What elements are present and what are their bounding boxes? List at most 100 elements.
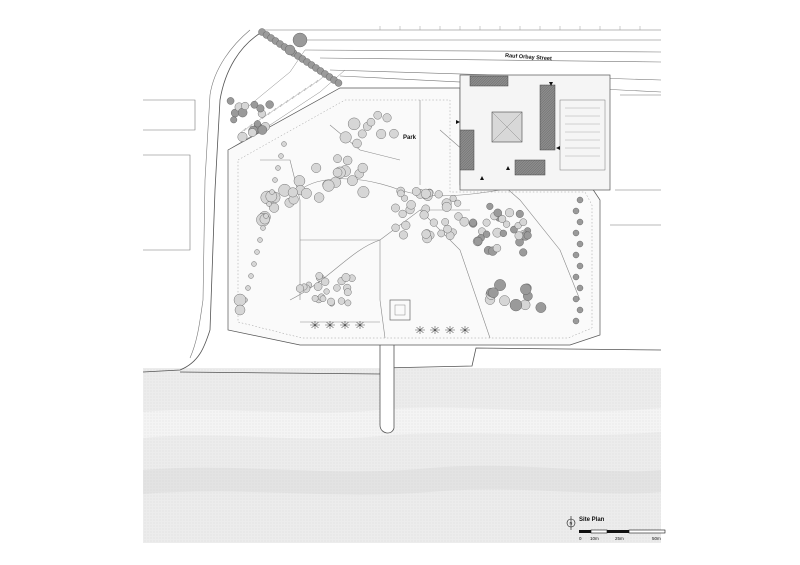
tree-canopy bbox=[248, 128, 257, 137]
tree-canopy bbox=[284, 44, 296, 56]
tree-canopy bbox=[322, 179, 335, 192]
tree-canopy bbox=[515, 209, 524, 218]
entrance-arrow-east bbox=[556, 146, 560, 150]
building-south-wing bbox=[514, 159, 546, 176]
park-square-feature bbox=[389, 299, 411, 321]
north-arrow-icon: N bbox=[566, 516, 576, 530]
tree-canopy bbox=[494, 279, 506, 291]
tree-canopy bbox=[486, 202, 494, 210]
tree-canopy bbox=[333, 154, 342, 163]
tree-canopy bbox=[266, 201, 272, 207]
shoreline bbox=[142, 31, 263, 373]
tree-canopy bbox=[419, 210, 429, 220]
tree-canopy bbox=[576, 306, 584, 314]
tree-canopy bbox=[401, 194, 408, 202]
palm-trees bbox=[310, 321, 470, 334]
tree-canopy bbox=[352, 138, 362, 149]
tree-canopy bbox=[398, 209, 407, 218]
entrance-arrow-west bbox=[456, 120, 460, 124]
tree-canopy bbox=[576, 262, 584, 270]
palm-tree-icon bbox=[325, 321, 335, 329]
tree-canopy bbox=[572, 317, 580, 325]
park-label: Park bbox=[403, 135, 417, 141]
tree-canopy bbox=[488, 287, 499, 298]
tree-canopy bbox=[443, 224, 452, 234]
building-parking bbox=[559, 99, 606, 171]
promenade-edge bbox=[189, 29, 251, 359]
coast-edge bbox=[179, 347, 662, 375]
tree-canopy bbox=[341, 273, 351, 282]
tree-canopy bbox=[572, 229, 580, 237]
tree-canopy bbox=[499, 229, 507, 237]
tree-canopy bbox=[469, 218, 478, 227]
tree-canopy bbox=[492, 244, 502, 253]
tree-canopy bbox=[357, 162, 368, 174]
north-label: N bbox=[570, 521, 573, 526]
tree-canopy bbox=[509, 298, 523, 312]
tree-canopy bbox=[245, 285, 251, 291]
tree-canopy bbox=[319, 295, 327, 302]
scale-tick-0: 0 bbox=[579, 536, 582, 541]
tree-canopy bbox=[265, 100, 274, 109]
park-square-inner bbox=[394, 304, 406, 316]
tree-canopy bbox=[493, 208, 502, 218]
tree-canopy bbox=[437, 229, 445, 238]
scale-tick-50m: 50m bbox=[652, 536, 661, 541]
tree-canopy bbox=[281, 141, 287, 147]
tree-canopy bbox=[311, 163, 322, 173]
courtyard-roof-lines bbox=[491, 111, 523, 143]
tree-canopy bbox=[572, 251, 580, 259]
tree-canopy bbox=[256, 104, 265, 113]
tree-canopy bbox=[314, 192, 325, 203]
park-inner-edge bbox=[237, 99, 593, 339]
tree-canopy bbox=[293, 175, 306, 187]
tree-canopy bbox=[382, 113, 392, 123]
legend-title: Site Plan bbox=[579, 517, 605, 523]
tree-canopy bbox=[339, 131, 352, 144]
tree-canopy bbox=[482, 218, 491, 227]
tree-canopy bbox=[576, 196, 584, 204]
tree-canopy bbox=[230, 116, 238, 124]
tree-canopy bbox=[237, 131, 248, 142]
tree-canopy bbox=[327, 297, 335, 306]
palm-tree-icon bbox=[430, 326, 440, 334]
tree-canopy bbox=[520, 283, 532, 295]
tree-canopy bbox=[519, 248, 528, 257]
tree-canopy bbox=[499, 295, 510, 306]
tree-canopy bbox=[254, 249, 260, 255]
tree-canopy bbox=[572, 295, 580, 303]
tree-canopy bbox=[473, 236, 483, 246]
tree-canopy bbox=[334, 79, 343, 87]
palm-tree-icon bbox=[355, 321, 365, 329]
palm-tree-icon bbox=[460, 326, 470, 334]
tree-canopy bbox=[357, 129, 367, 139]
tree-canopy bbox=[347, 117, 361, 131]
tree-canopy bbox=[376, 129, 387, 140]
tree-canopy bbox=[503, 220, 511, 228]
tree-canopy bbox=[572, 273, 580, 281]
tree-canopy bbox=[292, 32, 308, 48]
palm-tree-icon bbox=[415, 326, 425, 334]
building-parking-stalls bbox=[565, 107, 600, 157]
tree-canopy bbox=[269, 202, 280, 213]
adjacent-buildings bbox=[143, 99, 196, 251]
tree-canopy bbox=[357, 186, 370, 198]
tree-canopy bbox=[576, 284, 584, 292]
building-east-wing bbox=[539, 84, 556, 151]
tree-canopy bbox=[234, 304, 246, 316]
tree-canopy bbox=[421, 229, 431, 239]
tree-canopy bbox=[572, 207, 580, 215]
tree-canopy bbox=[272, 177, 278, 183]
tree-canopy bbox=[287, 187, 298, 198]
right-edge-lines bbox=[610, 94, 661, 226]
tree-canopy bbox=[449, 194, 457, 202]
building-complex bbox=[456, 74, 611, 191]
park-trees bbox=[226, 28, 584, 325]
tree-canopy bbox=[295, 284, 305, 293]
tree-canopy bbox=[398, 230, 408, 240]
tree-canopy bbox=[333, 284, 341, 292]
tree-canopy bbox=[321, 277, 330, 286]
entrance-arrow-south bbox=[480, 176, 484, 180]
tree-canopy bbox=[391, 223, 400, 232]
